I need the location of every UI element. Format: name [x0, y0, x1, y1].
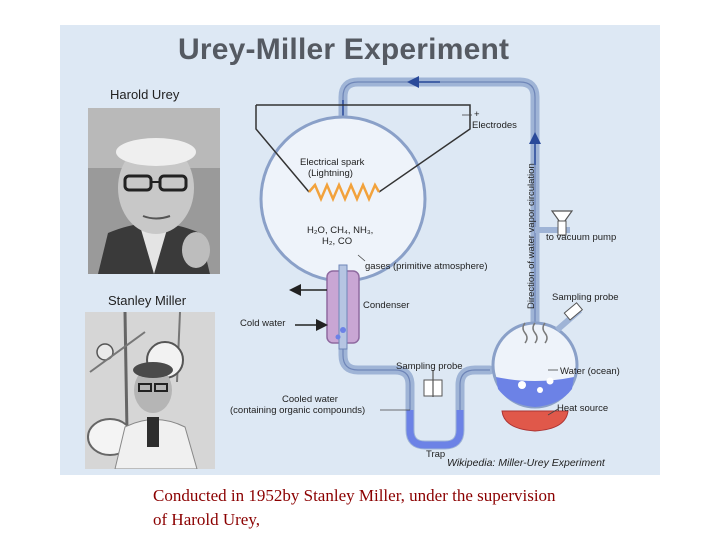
- lower-flask: [491, 321, 579, 409]
- electrodes-label: Electrodes: [472, 120, 517, 131]
- condenser-icon: [326, 264, 360, 350]
- sampling-probe-mid-label: Sampling probe: [396, 361, 463, 372]
- spark-label-line2: (Lightning): [308, 168, 353, 179]
- spark-label-line1: Electrical spark: [300, 157, 365, 168]
- miller-photo: [85, 312, 215, 469]
- trap-label: Trap: [426, 449, 446, 460]
- sampling-probe-mid-icon: [423, 370, 443, 397]
- urey-name: Harold Urey: [110, 87, 180, 102]
- direction-label: Direction of water vapor circulation: [526, 163, 537, 309]
- apparatus-diagram: [255, 76, 584, 450]
- heat-source-icon: [501, 410, 569, 432]
- upper-flask: [259, 115, 427, 283]
- condenser-label: Condenser: [363, 300, 410, 311]
- miller-name: Stanley Miller: [108, 293, 187, 308]
- electrodes-sign: +: [474, 109, 480, 120]
- slide-caption: Conducted in 1952by Stanley Miller, unde…: [153, 486, 556, 529]
- vacuum-valve-icon: [535, 210, 574, 236]
- sampling-probe-top-label: Sampling probe: [552, 292, 619, 303]
- water-ocean-label: Water (ocean): [560, 366, 620, 377]
- vacuum-pump-label: to vacuum pump: [546, 232, 617, 243]
- heat-source-label: Heat source: [557, 403, 609, 414]
- cooled-water-line1: Cooled water: [282, 394, 338, 405]
- cooled-water-line2: (containing organic compounds): [230, 405, 366, 416]
- page-title: Urey-Miller Experiment: [178, 33, 510, 66]
- electrode-wires: [255, 104, 471, 193]
- sampling-probe-top-icon: [555, 302, 584, 333]
- gases-formula-line1: H₂O, CH₄, NH₃,: [307, 225, 374, 236]
- cold-water-label: Cold water: [240, 318, 286, 329]
- trap-water: [406, 410, 464, 449]
- urey-photo: [88, 108, 220, 274]
- spark-icon: [308, 181, 381, 203]
- diagram-panel: Urey-Miller Experiment Harold Urey Stanl…: [60, 25, 660, 475]
- gases-atmosphere-label: gases (primitive atmosphere): [365, 261, 488, 272]
- source-credit: Wikipedia: Miller-Urey Experiment: [447, 457, 605, 469]
- gases-formula-line2: H₂, CO: [322, 236, 353, 247]
